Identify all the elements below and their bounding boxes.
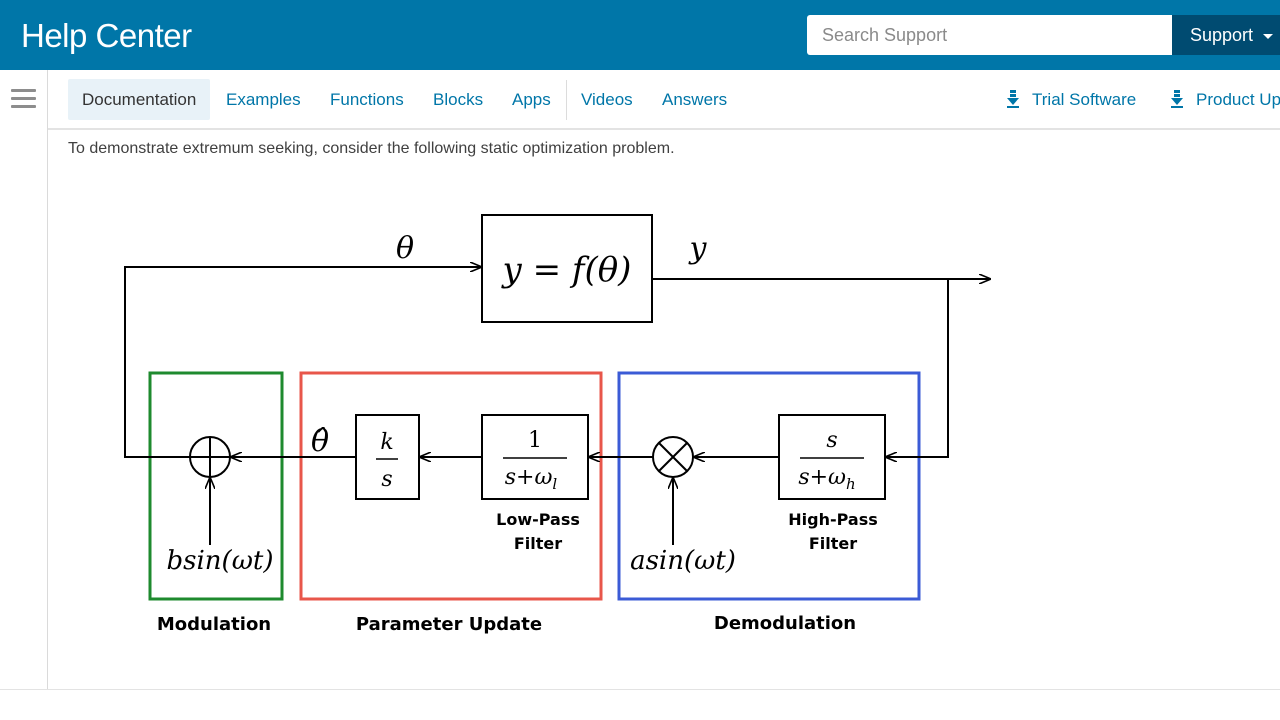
support-menu-button[interactable]: Support bbox=[1172, 15, 1280, 55]
demodulation-group-box bbox=[617, 371, 921, 601]
download-icon bbox=[1171, 90, 1183, 109]
product-updates-link[interactable]: Product Up bbox=[1170, 79, 1280, 120]
parameter-update-caption: Parameter Update bbox=[356, 614, 542, 635]
nav-examples[interactable]: Examples bbox=[226, 90, 301, 109]
nav-blocks[interactable]: Blocks bbox=[433, 90, 484, 109]
trial-software-label: Trial Software bbox=[1032, 90, 1137, 109]
demodulation-caption: Demodulation bbox=[714, 613, 856, 634]
integrator-denominator: s bbox=[381, 467, 392, 492]
theta-signal-line bbox=[124, 267, 481, 458]
trial-software-link[interactable]: Trial Software bbox=[1006, 79, 1136, 120]
theta-hat-label: θ̂ bbox=[311, 424, 329, 459]
modulation-caption: Modulation bbox=[157, 614, 271, 635]
y-label: y bbox=[688, 231, 708, 266]
low-pass-filter-block bbox=[481, 414, 589, 500]
theta-label: θ bbox=[396, 231, 414, 266]
nav-documentation[interactable]: Documentation bbox=[68, 79, 211, 120]
lpf-label-line1: Low-Pass bbox=[496, 510, 580, 529]
brand-logo[interactable]: Help Center bbox=[21, 17, 192, 54]
nav-answers[interactable]: Answers bbox=[662, 90, 728, 109]
caret-down-icon bbox=[1263, 33, 1274, 39]
lpf-denominator: s+ωl bbox=[505, 465, 558, 493]
modulation-group-box bbox=[148, 371, 284, 601]
y-feedback-line bbox=[886, 279, 949, 457]
top-header: Help Center Support bbox=[0, 0, 1280, 70]
plant-equation: y = f(θ) bbox=[501, 250, 632, 290]
hpf-label-line1: High-Pass bbox=[788, 510, 878, 529]
hamburger-menu-icon[interactable] bbox=[11, 89, 36, 109]
left-rail bbox=[0, 70, 48, 690]
nav-apps[interactable]: Apps bbox=[512, 90, 551, 109]
footer-divider bbox=[0, 689, 1280, 690]
lpf-label-line2: Filter bbox=[514, 534, 562, 553]
nav-functions[interactable]: Functions bbox=[330, 90, 404, 109]
parameter-update-group-box bbox=[299, 371, 603, 601]
search-input[interactable] bbox=[807, 15, 1172, 55]
hpf-denominator: s+ωh bbox=[798, 465, 855, 493]
doc-nav-bar: Documentation Examples Functions Blocks … bbox=[48, 70, 1280, 130]
intro-paragraph: To demonstrate extremum seeking, conside… bbox=[68, 140, 675, 157]
support-label: Support bbox=[1190, 24, 1254, 45]
download-icon bbox=[1007, 90, 1019, 109]
extremum-seeking-block-diagram: y = f(θ) k s 1 s+ωl Low-Pass Filter s s+… bbox=[124, 214, 1005, 635]
integrator-block bbox=[355, 414, 420, 500]
modulation-signal-label: bsin(ωt) bbox=[167, 546, 274, 576]
integrator-numerator: k bbox=[380, 430, 393, 455]
hpf-label-line2: Filter bbox=[809, 534, 857, 553]
product-updates-label: Product Up bbox=[1196, 90, 1280, 109]
nav-videos[interactable]: Videos bbox=[581, 90, 633, 109]
plant-block bbox=[481, 214, 653, 323]
nav-divider bbox=[566, 80, 567, 120]
high-pass-filter-block bbox=[778, 414, 886, 500]
lpf-numerator: 1 bbox=[528, 428, 542, 453]
demodulation-signal-label: asin(ωt) bbox=[630, 546, 736, 576]
hpf-numerator: s bbox=[826, 428, 837, 453]
